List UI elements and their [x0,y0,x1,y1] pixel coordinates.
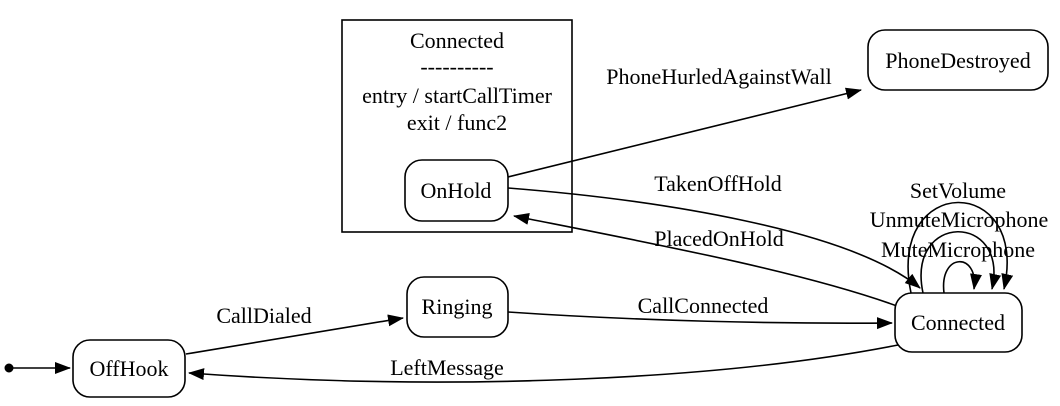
label-phonehurledagainstwall: PhoneHurledAgainstWall [606,64,832,89]
state-ringing-shape [406,276,509,338]
cluster-connected-divider: ---------- [420,54,493,79]
state-onhold: OnHold [404,159,509,222]
state-connected-label: Connected [911,310,1005,335]
state-offhook: OffHook [72,339,186,398]
state-ringing-label: Ringing [422,294,493,319]
label-mutemicrophone: MuteMicrophone [881,237,1035,262]
state-connected: Connected [894,292,1023,353]
state-phonedestroyed: PhoneDestroyed [867,29,1049,91]
label-placedonhold: PlacedOnHold [654,226,784,251]
edge-leftmessage [188,344,899,383]
edge-calldialed [185,314,404,355]
edge-takenoffhold [507,187,921,289]
state-onhold-label: OnHold [421,178,492,203]
cluster-connected-exit-action: exit / func2 [407,110,507,135]
label-callconnected: CallConnected [638,293,769,318]
state-offhook-label: OffHook [89,356,168,381]
edge-setvolume-selfloop [907,201,1014,294]
state-phonedestroyed-label: PhoneDestroyed [885,48,1030,73]
label-unmutemicrophone: UnmuteMicrophone [870,207,1048,232]
edge-placedonhold [513,213,898,307]
label-leftmessage: LeftMessage [390,355,504,380]
cluster-connected-border [341,19,573,233]
label-setvolume: SetVolume [910,178,1006,203]
edge-unmutemicrophone-selfloop [920,231,1002,294]
state-offhook-shape [72,339,186,398]
initial-state-dot [4,363,14,373]
cluster-connected: Connected ---------- entry / startCallTi… [341,19,573,233]
state-phonedestroyed-shape [867,29,1049,91]
label-calldialed: CallDialed [216,303,311,328]
cluster-connected-title: Connected [410,28,504,53]
cluster-connected-entry-action: entry / startCallTimer [362,83,553,108]
state-onhold-shape [404,159,509,222]
edge-phonehurledagainstwall [507,87,862,178]
state-ringing: Ringing [406,276,509,338]
edge-mutemicrophone-selfloop [942,261,982,294]
label-takenoffhold: TakenOffHold [654,171,782,196]
edge-callconnected [507,311,893,330]
state-connected-shape [894,292,1023,353]
